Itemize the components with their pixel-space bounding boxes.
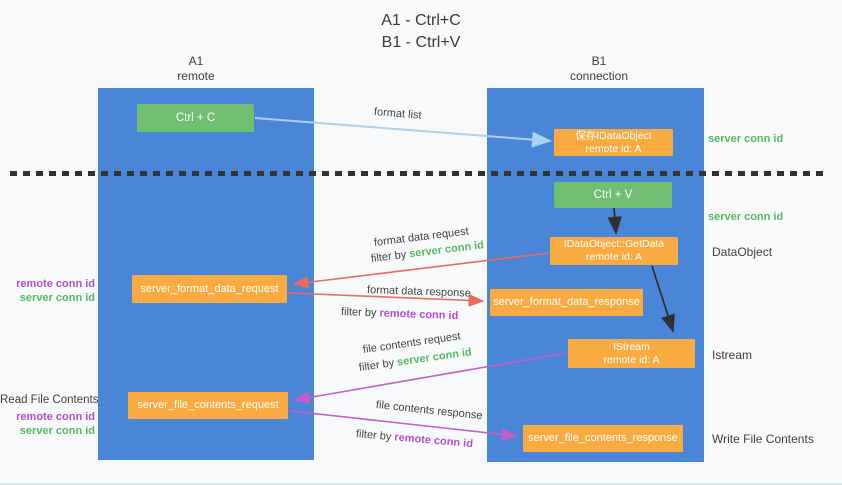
- write-file-contents-label: Write File Contents: [712, 432, 814, 446]
- server-conn-id-label: server conn id: [19, 425, 95, 437]
- server-conn-id-label-top: server conn id: [708, 133, 784, 145]
- server-format-data-response-box: server_format_data_response: [490, 289, 643, 316]
- lane-header-b1: B1 connection: [539, 54, 659, 84]
- ctrl-c-label: Ctrl + C: [175, 111, 216, 124]
- lane-b1-name: B1: [591, 54, 607, 68]
- server-file-contents-request-box: server_file_contents_request: [128, 392, 288, 419]
- bottom-edge-line: [0, 483, 842, 485]
- save-dataobject-line1: 保存IDataObject: [575, 129, 652, 142]
- server-conn-id-label: server conn id: [19, 292, 95, 304]
- lane-header-a1: A1 remote: [136, 54, 256, 84]
- lane-a1-name: A1: [188, 54, 204, 68]
- session-divider-dotted-line: [10, 171, 823, 176]
- arrow-file-contents-response: [290, 410, 518, 441]
- server-format-data-response-label: server_format_data_response: [493, 296, 640, 308]
- arrow-file-contents-request: [293, 352, 567, 404]
- ctrl-v-box: Ctrl + V: [554, 182, 672, 208]
- remote-conn-id-label: remote conn id: [16, 278, 95, 290]
- server-file-contents-response-label: server_file_contents_response: [528, 432, 678, 444]
- arrow-format-data-response: [288, 292, 485, 307]
- lane-a1-subtitle: remote: [177, 69, 215, 83]
- getdata-line2: remote id: A: [585, 251, 643, 263]
- diagram-title: A1 - Ctrl+C B1 - Ctrl+V: [0, 10, 842, 54]
- arrow-ctrlv-to-getdata: [607, 207, 622, 235]
- server-file-contents-request-label: server_file_contents_request: [137, 399, 279, 411]
- title-line-b1: B1 - Ctrl+V: [381, 34, 461, 51]
- arrow-getdata-to-istream: [651, 265, 675, 333]
- arrow-format-list: [254, 117, 552, 148]
- left-conn-id-group-bottom: remote conn id server conn id: [0, 410, 95, 438]
- dataobject-label: DataObject: [712, 245, 773, 259]
- arrow-format-data-request: [292, 252, 550, 289]
- istream-line1: IStream: [613, 340, 650, 353]
- left-conn-id-group-top: remote conn id server conn id: [0, 277, 95, 305]
- ctrl-v-label: Ctrl + V: [593, 188, 633, 201]
- save-dataobject-box: 保存IDataObject remote id: A: [554, 129, 673, 156]
- istream-line2: remote id: A: [603, 353, 660, 366]
- server-conn-id-label-mid: server conn id: [708, 211, 784, 223]
- remote-conn-id-label: remote conn id: [16, 411, 95, 423]
- server-format-data-request-label: server_format_data_request: [140, 282, 279, 295]
- server-file-contents-response-box: server_file_contents_response: [523, 425, 683, 452]
- title-line-a1: A1 - Ctrl+C: [381, 12, 461, 29]
- istream-box: IStream remote id: A: [568, 339, 695, 368]
- lane-b1-subtitle: connection: [569, 69, 629, 83]
- getdata-line1: IDataObject::GetData: [563, 238, 665, 250]
- ctrl-c-box: Ctrl + C: [137, 104, 254, 132]
- getdata-box: IDataObject::GetData remote id: A: [550, 237, 678, 265]
- save-dataobject-line2: remote id: A: [585, 142, 642, 155]
- filter-by-text: filter by: [340, 306, 380, 320]
- istream-side-label: Istream: [712, 348, 753, 362]
- server-format-data-request-box: server_format_data_request: [132, 275, 287, 303]
- read-file-contents-label: Read File Contents: [0, 394, 99, 406]
